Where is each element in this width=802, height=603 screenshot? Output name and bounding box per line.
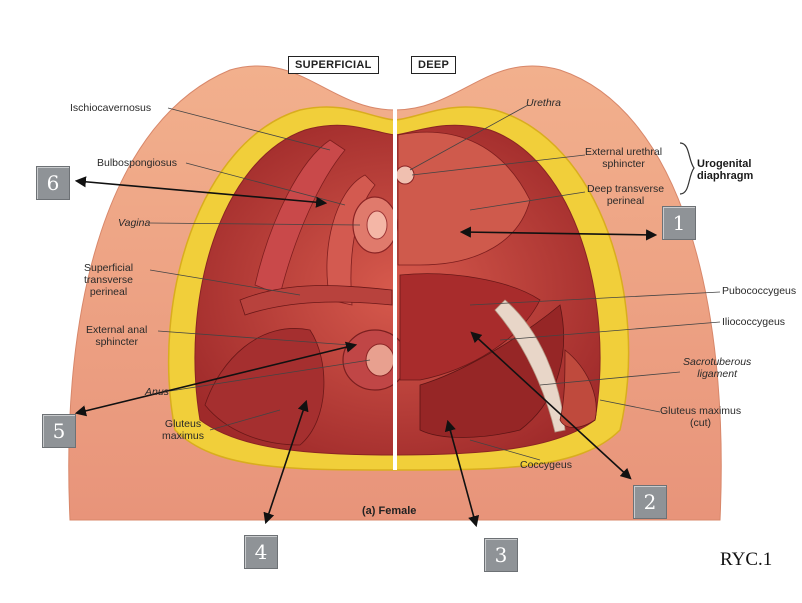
deep-tag: DEEP [411,56,457,74]
superficial-tag: SUPERFICIAL [288,56,379,74]
urogenital-bracket [679,142,695,195]
label-external-urethral-sphincter: External urethral sphincter [585,146,663,170]
bulbospongiosus-muscle [326,174,376,306]
marker-3: 3 [484,538,518,572]
vaginal-inner [366,210,388,240]
arrow-5 [74,341,358,417]
label-sacrotuberous-ligament: Sacrotuberous ligament [683,356,752,380]
marker-4: 4 [244,535,278,569]
marker-5: 5 [42,414,76,448]
arrow-4 [263,399,309,525]
label-vagina: Vagina [118,217,151,229]
label-urethra: Urethra [526,97,562,109]
marker-2: 2 [633,485,667,519]
label-iliococcygeus: Iliococcygeus [722,316,786,328]
figure-caption: (a) Female [362,505,417,517]
label-urogenital-diaphragm: Urogenital diaphragm [697,158,754,182]
marker-6: 6 [36,166,70,200]
label-coccygeus: Coccygeus [520,459,572,471]
label-gluteus-maximus: Gluteus maximus [162,418,205,442]
label-pubococcygeus: Pubococcygeus [722,285,797,297]
label-anus: Anus [145,386,169,398]
arrow-3 [444,419,480,528]
label-gluteus-maximus-cut: Gluteus maximus (cut) [660,405,742,429]
anus [365,343,395,377]
label-external-anal-sphincter: External anal sphincter [86,324,148,348]
label-deep-transverse-perineal: Deep transverse perineal [587,183,665,207]
marker-1: 1 [662,206,696,240]
label-bulbospongiosus: Bulbospongiosus [97,157,177,169]
figure-id: RYC.1 [720,549,773,570]
arrow-1 [459,226,658,241]
arrow-6 [74,176,328,208]
arrow-2 [470,331,632,480]
superficial-transverse-band [239,285,393,316]
pointer-arrows [74,176,658,528]
label-ischiocavernosus: Ischiocavernosus [70,102,152,114]
label-superficial-transverse-perineal: Superficial transverse perineal [84,262,134,298]
urethra-opening [395,165,415,185]
